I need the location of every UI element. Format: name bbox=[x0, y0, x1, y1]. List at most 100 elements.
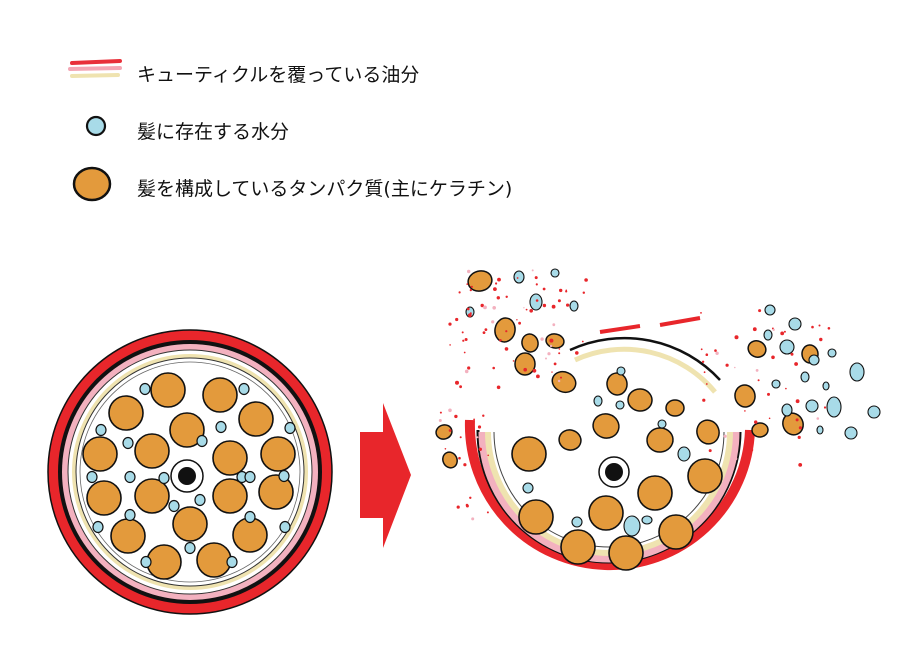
oil-speck bbox=[780, 331, 785, 336]
keratin-protein bbox=[172, 506, 208, 542]
keratin-protein bbox=[134, 478, 170, 514]
keratin-fragment bbox=[551, 370, 577, 394]
water-droplet bbox=[771, 379, 781, 389]
oil-speck bbox=[467, 269, 471, 274]
damaged-medulla-core bbox=[605, 463, 623, 481]
keratin-protein bbox=[212, 440, 248, 476]
oil-layer-lines-icon bbox=[68, 59, 122, 78]
oil-speck bbox=[459, 385, 462, 389]
oil-speck bbox=[449, 344, 451, 346]
oil-speck bbox=[491, 320, 495, 324]
water-droplet bbox=[677, 446, 691, 462]
oil-speck bbox=[798, 426, 803, 430]
oil-speck bbox=[795, 399, 800, 404]
oil-speck bbox=[545, 357, 547, 360]
oil-speck bbox=[708, 449, 712, 453]
water-droplet bbox=[641, 515, 653, 525]
keratin-fragment bbox=[665, 399, 685, 417]
oil-speck bbox=[523, 307, 525, 309]
oil-speck bbox=[723, 434, 727, 438]
oil-speck bbox=[783, 330, 786, 333]
oil-speck bbox=[758, 309, 762, 313]
oil-speck bbox=[504, 347, 509, 351]
oil-speck bbox=[734, 335, 739, 340]
oil-speck bbox=[785, 387, 787, 390]
oil-speck bbox=[551, 371, 553, 373]
water-droplet bbox=[184, 541, 196, 555]
oil-speck bbox=[790, 352, 794, 356]
oil-speck bbox=[827, 327, 831, 330]
oil-speck bbox=[725, 363, 729, 367]
keratin-fragment bbox=[696, 419, 720, 445]
water-droplet bbox=[124, 470, 136, 484]
water-droplet bbox=[781, 403, 793, 417]
water-droplet bbox=[844, 426, 858, 440]
water-droplet bbox=[763, 329, 773, 341]
water-droplet bbox=[827, 348, 837, 358]
keratin-protein bbox=[196, 542, 232, 578]
water-droplet bbox=[623, 515, 641, 537]
water-droplet-icon bbox=[85, 115, 107, 137]
oil-speck bbox=[557, 379, 561, 383]
keratin-fragment bbox=[592, 413, 620, 439]
keratin-fragment bbox=[435, 424, 453, 440]
oil-speck bbox=[469, 289, 472, 292]
oil-speck bbox=[462, 339, 465, 342]
oil-speck bbox=[505, 330, 508, 333]
oil-speck bbox=[818, 324, 821, 327]
oil-speck bbox=[701, 360, 705, 363]
water-droplet bbox=[194, 493, 206, 507]
oil-speck bbox=[493, 287, 497, 291]
keratin-protein bbox=[608, 535, 644, 571]
oil-speck bbox=[581, 340, 584, 343]
oil-speck bbox=[575, 351, 579, 355]
keratin-protein bbox=[202, 377, 238, 413]
oil-speck bbox=[566, 303, 570, 307]
legend-label-oil: キューティクルを覆っている油分 bbox=[137, 64, 420, 86]
oil-speck bbox=[557, 299, 561, 303]
water-droplet bbox=[196, 434, 208, 448]
oil-speck bbox=[525, 308, 528, 311]
oil-speck bbox=[505, 295, 508, 298]
water-droplet bbox=[279, 520, 291, 534]
water-droplet bbox=[816, 425, 824, 435]
water-droplet bbox=[529, 293, 543, 311]
water-droplet bbox=[238, 382, 250, 396]
keratin-protein bbox=[110, 518, 146, 554]
oil-speck bbox=[518, 321, 521, 325]
legend-label-water: 髪に存在する水分 bbox=[137, 121, 290, 143]
oil-speck bbox=[767, 392, 770, 396]
water-droplet bbox=[95, 423, 107, 437]
escaping-water-group bbox=[465, 268, 881, 537]
oil-speck bbox=[477, 425, 482, 429]
oil-speck bbox=[771, 355, 775, 360]
oil-speck bbox=[496, 296, 500, 300]
oil-speck bbox=[535, 299, 539, 302]
oil-speck bbox=[750, 448, 754, 452]
oil-speck bbox=[466, 307, 470, 311]
oil-speck bbox=[497, 277, 501, 282]
water-droplet bbox=[284, 421, 296, 435]
oil-speck bbox=[794, 362, 798, 366]
oil-speck bbox=[473, 418, 475, 421]
water-droplet bbox=[616, 366, 626, 376]
water-droplet bbox=[849, 362, 865, 382]
water-droplet bbox=[569, 300, 579, 312]
keratin-protein bbox=[238, 401, 274, 437]
water-droplet bbox=[657, 419, 667, 429]
water-droplet bbox=[158, 471, 170, 485]
keratin-fragment bbox=[734, 384, 756, 408]
oil-speck bbox=[487, 454, 490, 457]
water-droplet bbox=[800, 371, 810, 383]
keratin-protein bbox=[658, 514, 694, 550]
oil-speck bbox=[559, 288, 563, 293]
oil-speck bbox=[512, 360, 515, 362]
oil-fragments-top bbox=[599, 316, 701, 334]
oil-speck bbox=[582, 291, 585, 294]
keratin-protein bbox=[258, 474, 294, 510]
keratin-fragment bbox=[545, 333, 565, 349]
oil-speck bbox=[714, 349, 717, 352]
oil-speck bbox=[529, 309, 533, 313]
oil-speck bbox=[470, 285, 473, 288]
keratin-protein bbox=[637, 475, 673, 511]
